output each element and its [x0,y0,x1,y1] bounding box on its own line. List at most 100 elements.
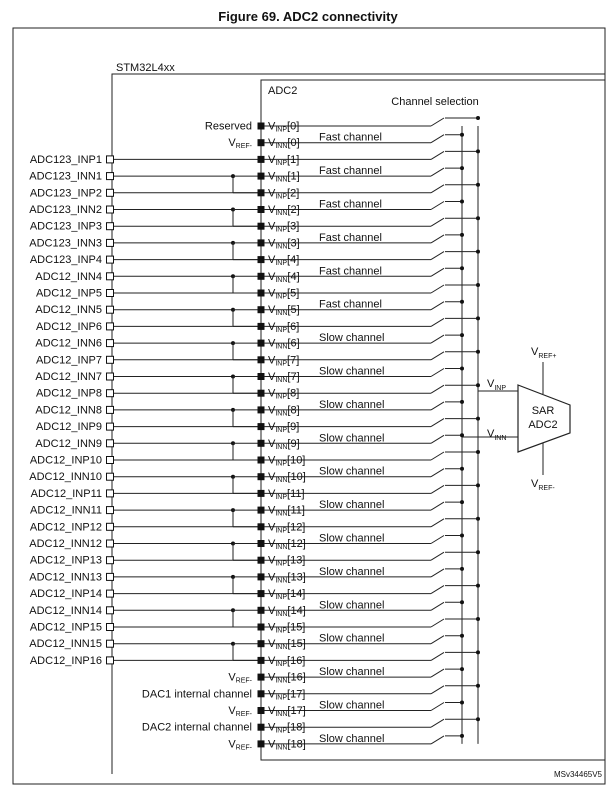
switch-blade [430,267,445,277]
bus-junction-dot [460,166,464,171]
pin-label: ADC12_INN4 [35,271,102,283]
input-label: VINN[10] [268,471,306,484]
input-label: VINN[0] [268,137,300,150]
pad-square [257,673,265,681]
switch-blade [430,518,445,528]
bus-junction-dot [476,650,480,655]
external-pin: ADC123_INN1 [29,171,258,194]
pin-pad [106,606,114,615]
pad-square [257,289,265,297]
adc-input-row: VINP[11] [257,483,480,501]
channel-type-label: Slow channel [319,733,384,745]
external-pin: ADC12_INN8 [35,404,258,428]
pad-square [257,707,265,714]
switch-blade [430,418,445,428]
channel-type-label: Slow channel [319,499,384,511]
input-label: VINN[13] [268,571,306,584]
channel-type-label: Slow channel [319,566,384,578]
pin-label: ADC123_INP2 [30,187,102,199]
channel-type-label: Fast channel [319,165,382,177]
pin-label: ADC12_INN6 [35,338,102,350]
internal-source-label: VREF- [228,738,252,751]
adc-input-row: VINP[6] [257,316,480,334]
bus-junction-dot [460,132,464,137]
pin-pad [106,305,114,314]
bus-junction-dot [476,383,480,388]
pin-label: ADC12_INN8 [35,404,102,416]
adc-input-row: VINN[11]Slow channel [257,499,464,518]
channel-type-label: Slow channel [319,366,384,378]
switch-blade [430,317,445,327]
external-pin: ADC12_INP12 [30,521,258,533]
bus-junction-dot [460,466,464,471]
bus-junction-dot [476,249,480,254]
switch-blade [430,535,445,544]
bus-junction-dot [476,283,480,287]
bus-junction-dot [476,483,480,488]
external-pin: ADC123_INP1 [30,154,258,166]
internal-source-label: VREF- [228,705,252,718]
pin-label: ADC12_INN7 [35,371,102,383]
bus-junction-dot [476,717,480,722]
pad-square [257,322,265,330]
input-label: VINN[7] [268,371,300,384]
switch-blade [430,217,445,227]
pin-pad [106,322,114,331]
pad-square [257,439,265,447]
pad-square [257,239,265,247]
input-label: VINP[11] [268,488,305,501]
switch-blade [430,368,445,377]
external-pin: ADC123_INP2 [30,187,258,199]
switch-blade [430,384,445,394]
input-label: VINN[12] [268,538,306,551]
switch-blade [430,651,445,661]
switch-blade [430,618,445,628]
pin-pad [106,272,114,281]
pad-square [257,423,265,431]
pin-label: ADC12_INP16 [30,655,102,667]
pin-label: ADC12_INN13 [29,571,102,583]
bus-junction-dot [460,566,464,571]
external-pin: ADC12_INP13 [30,555,258,567]
bus-junction-dot [476,349,480,354]
channel-type-label: Slow channel [319,466,384,478]
pad-square [257,272,265,280]
switch-blade [430,668,445,678]
adc-input-row: VINP[0] [257,116,480,134]
pin-pad [106,372,114,381]
bus-junction-dot [460,433,464,438]
sar-adc2-label: ADC2 [528,419,557,431]
switch-blade [430,117,445,127]
adc-input-row: VINN[2]Fast channel [257,199,464,217]
external-pin: ADC12_INP14 [30,588,258,600]
pin-pad [106,155,114,164]
switch-blade [430,451,445,461]
internal-source-label: VREF- [228,137,252,150]
external-pin: ADC12_INP5 [36,288,258,300]
pin-label: ADC123_INP4 [30,254,102,266]
internal-source-label: VREF- [228,672,252,685]
channel-type-label: Slow channel [319,666,384,678]
pad-square [257,606,265,614]
pin-label: ADC12_INP7 [36,354,102,366]
pad-square [257,172,265,180]
switch-blade [430,284,445,294]
switch-blade [430,718,445,728]
channel-type-label: Slow channel [319,599,384,611]
bus-junction-dot [476,516,480,521]
input-label: VINP[7] [268,354,299,367]
pin-label: ADC12_INP13 [30,555,102,567]
pad-square [257,623,265,631]
adc-input-row: VINN[18]Slow channel [257,733,464,751]
input-label: VINN[16] [268,672,306,685]
switch-blade [430,184,445,194]
bus-junction-dot [476,617,480,621]
bus-junction-dot [460,399,464,404]
input-label: VINP[12] [268,521,305,534]
adc-input-row: VINP[16] [257,650,480,668]
external-pin: ADC12_INP6 [36,321,258,333]
switch-blade [430,301,445,311]
input-label: VINN[5] [268,304,300,317]
bus-junction-dot [476,316,480,321]
adc-input-row: VINN[14]Slow channel [257,599,464,618]
